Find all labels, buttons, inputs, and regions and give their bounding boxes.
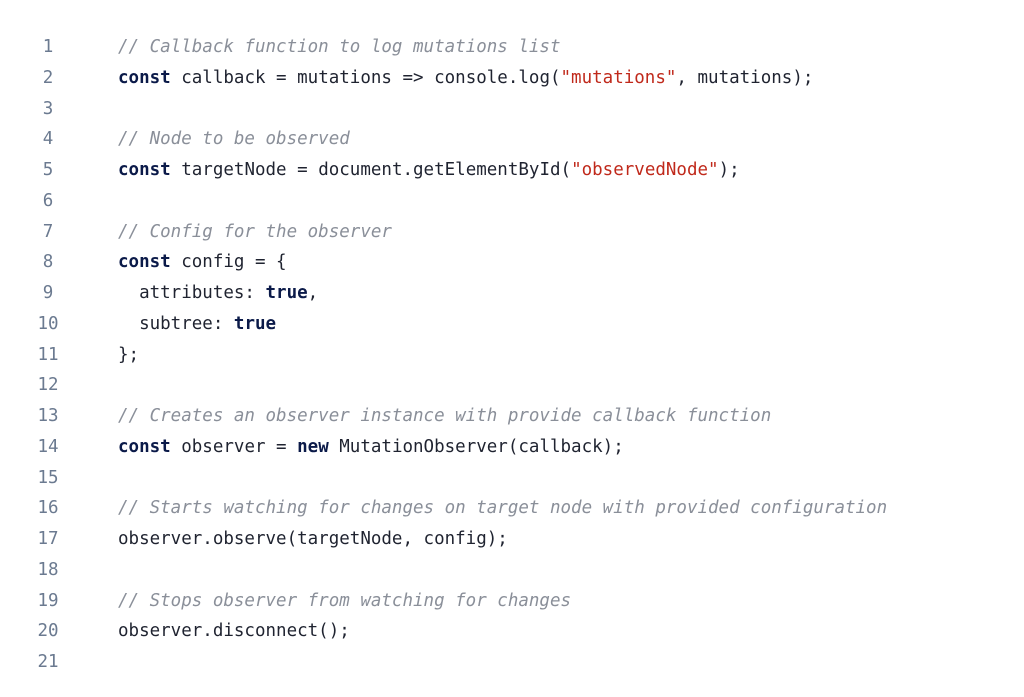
line-number: 6 — [42, 190, 54, 211]
code-token-string: "observedNode" — [571, 160, 719, 180]
code-line: 10 subtree: true — [0, 309, 1024, 340]
code-text: // Config for the observer — [118, 217, 392, 248]
line-number: 4 — [42, 129, 54, 150]
line-number: 2 — [42, 67, 54, 88]
line-number: 21 — [37, 652, 59, 672]
code-line: 13 // Creates an observer instance with p… — [0, 401, 1024, 432]
code-token-keyword: true — [265, 283, 308, 303]
code-token-comment: // Creates an observer instance with pro… — [118, 406, 772, 426]
code-text: // Starts watching for changes on target… — [118, 493, 887, 524]
code-text: const callback = mutations => console.lo… — [118, 63, 813, 94]
line-number: 13 — [37, 406, 59, 426]
code-text: // Callback function to log mutations li… — [118, 32, 561, 63]
code-text: // Stops observer from watching for chan… — [118, 586, 571, 617]
code-line: 12 — [0, 370, 1024, 401]
code-token-plain: observer = — [170, 436, 298, 457]
line-number: 12 — [37, 375, 59, 396]
line-number: 16 — [37, 498, 59, 519]
code-line: 9 attributes: true, — [0, 278, 1024, 309]
code-line: 16 // Starts watching for changes on targ… — [0, 493, 1024, 524]
code-token-comment: // Callback function to log mutations li… — [118, 37, 561, 57]
code-token-plain: MutationObserver(callback); — [328, 436, 624, 457]
line-number: 18 — [37, 559, 59, 580]
code-token-comment: // Stops observer from watching for chan… — [118, 590, 572, 611]
code-token-plain: observer.disconnect(); — [118, 621, 350, 642]
code-line: 7 // Config for the observer — [0, 217, 1024, 248]
code-line: 5 const targetNode = document.getElementB… — [0, 155, 1024, 186]
code-editor: 1 // Callback function to log mutations l… — [0, 32, 1024, 678]
line-number: 20 — [37, 621, 59, 642]
code-text: const observer = new MutationObserver(ca… — [118, 432, 624, 463]
code-token-plain: targetNode = document.getElementById( — [170, 160, 572, 180]
code-token-plain: observer.observe(targetNode, config); — [118, 529, 508, 549]
code-line: 18 — [0, 555, 1024, 586]
code-token-keyword: const — [118, 160, 171, 180]
code-text: observer.disconnect(); — [118, 616, 350, 647]
code-token-comment: // Starts watching for changes on target… — [118, 498, 888, 519]
code-line: 11}; — [0, 340, 1024, 371]
code-line: 4 // Node to be observed — [0, 124, 1024, 155]
line-number: 1 — [42, 37, 54, 57]
code-token-plain: }; — [118, 344, 140, 365]
code-text: // Creates an observer instance with pro… — [118, 401, 771, 432]
code-token-plain: callback = mutations => console.log( — [170, 67, 561, 88]
line-number: 14 — [37, 436, 59, 457]
code-token-plain: , — [307, 283, 319, 303]
code-token-plain: , mutations); — [676, 67, 814, 88]
code-line: 15 — [0, 463, 1024, 494]
code-line: 20 observer.disconnect(); — [0, 616, 1024, 647]
code-line: 8 const config = { — [0, 247, 1024, 278]
code-text: const config = { — [118, 247, 287, 278]
code-token-keyword: const — [118, 67, 171, 88]
code-token-keyword: const — [118, 252, 171, 273]
code-text: subtree: true — [118, 309, 276, 340]
line-number: 15 — [37, 467, 59, 488]
code-token-comment: // Node to be observed — [118, 129, 350, 150]
code-token-plain: ); — [718, 160, 740, 180]
code-text: observer.observe(targetNode, config); — [118, 524, 508, 555]
code-token-keyword: new — [297, 436, 329, 457]
code-line: 1 // Callback function to log mutations l… — [0, 32, 1024, 63]
line-number: 10 — [37, 313, 59, 334]
code-line: 3 — [0, 94, 1024, 125]
code-text: // Node to be observed — [118, 124, 350, 155]
code-token-plain: attributes: — [118, 283, 266, 303]
code-line: 2 const callback = mutations => console.l… — [0, 63, 1024, 94]
line-number: 19 — [37, 590, 59, 611]
code-token-string: "mutations" — [560, 67, 677, 88]
code-text: const targetNode = document.getElementBy… — [118, 155, 740, 186]
code-line: 17 observer.observe(targetNode, config); — [0, 524, 1024, 555]
code-line: 21 — [0, 647, 1024, 678]
line-number: 9 — [42, 283, 54, 303]
code-token-keyword: const — [118, 436, 171, 457]
line-number: 7 — [42, 221, 54, 242]
code-text: attributes: true, — [118, 278, 318, 309]
code-text: }; — [118, 340, 139, 371]
code-line: 14 const observer = new MutationObserver(… — [0, 432, 1024, 463]
code-token-keyword: true — [233, 313, 277, 334]
line-number: 17 — [37, 529, 59, 549]
code-line: 19 // Stops observer from watching for ch… — [0, 586, 1024, 617]
line-number: 5 — [42, 160, 54, 180]
line-number: 11 — [37, 344, 59, 365]
code-token-plain: config = { — [170, 252, 287, 273]
code-line: 6 — [0, 186, 1024, 217]
line-number: 3 — [42, 98, 54, 119]
line-number: 8 — [42, 252, 54, 273]
code-token-plain: subtree: — [118, 313, 234, 334]
code-token-comment: // Config for the observer — [118, 221, 392, 242]
